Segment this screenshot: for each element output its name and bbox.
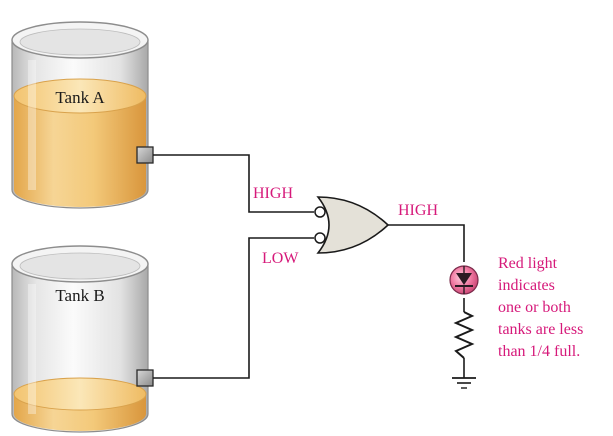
tank-a-label: Tank A: [55, 88, 105, 107]
tank-b: Tank B: [11, 245, 154, 433]
inverter-bubble-a: [314, 206, 326, 218]
led-indicator: [449, 265, 479, 295]
tank-b-label: Tank B: [55, 286, 104, 305]
note-line: one or both: [498, 299, 571, 316]
wire-input-b: [153, 237, 314, 379]
note-line: Red light: [498, 255, 558, 272]
ground-symbol: [452, 377, 476, 389]
tank-a-sensor: [136, 146, 154, 164]
tank-a: Tank A: [11, 21, 154, 209]
signal-label-output: HIGH: [398, 202, 438, 219]
inverter-bubble-b: [314, 232, 326, 244]
note-line: indicates: [498, 277, 555, 294]
signal-label-input-b: LOW: [262, 250, 299, 267]
wire-input-a: [153, 154, 314, 213]
note-line: tanks are less: [498, 321, 583, 338]
or-gate: [314, 196, 390, 254]
tank-a-liquid: [14, 96, 146, 207]
indicator-note: Red light indicates one or both tanks ar…: [498, 255, 583, 360]
signal-label-input-a: HIGH: [253, 185, 293, 202]
note-line: than 1/4 full.: [498, 343, 580, 360]
tank-b-sensor: [136, 369, 154, 387]
resistor: [453, 311, 475, 359]
wire-output: [388, 224, 465, 262]
wires: [153, 154, 465, 379]
